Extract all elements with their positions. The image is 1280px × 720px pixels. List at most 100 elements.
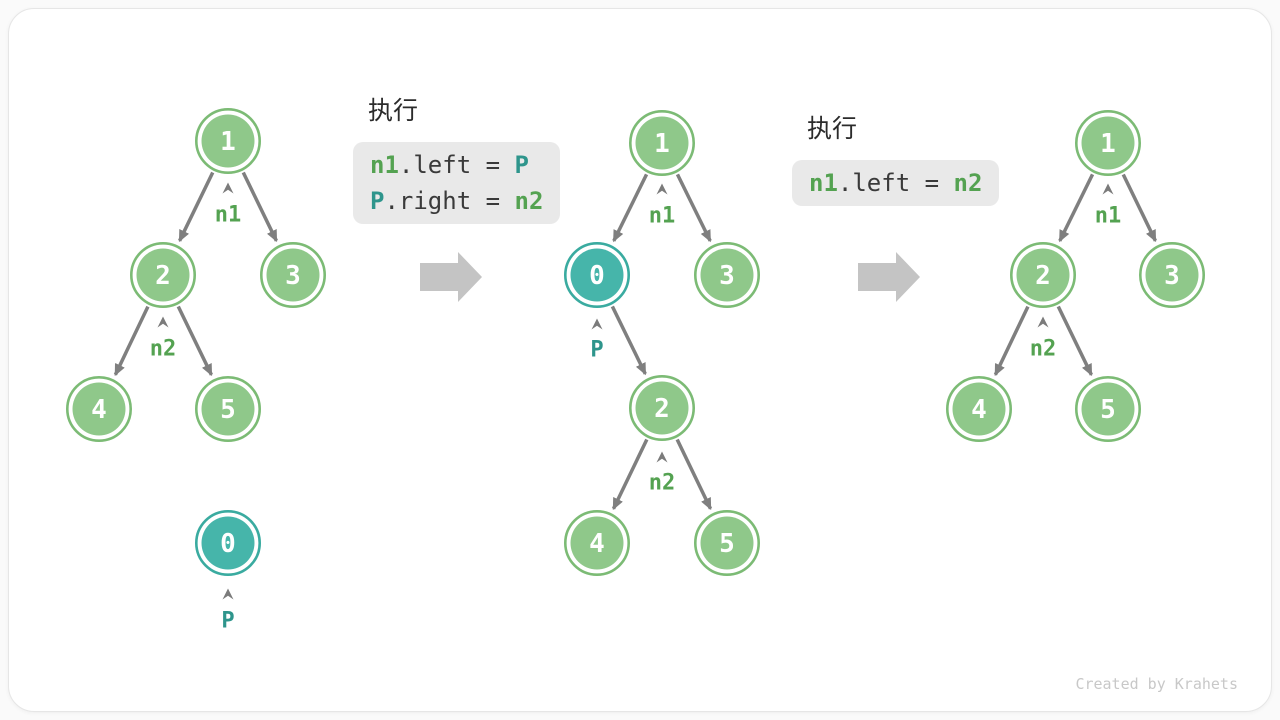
node-outer-ring [259, 242, 326, 309]
node-value: 5 [719, 529, 735, 559]
node-outer-ring [1139, 242, 1206, 309]
tree-edge [675, 173, 712, 243]
node-outer-ring [693, 509, 760, 576]
caret-up-icon [591, 318, 603, 330]
node-circle [136, 248, 190, 302]
node-circle [570, 248, 624, 302]
node-outer-ring [1075, 375, 1142, 442]
tree-edge [176, 305, 213, 377]
node-value: 2 [654, 394, 670, 424]
credit-text: Created by Krahets [1075, 675, 1238, 693]
node-circle [1081, 382, 1135, 436]
tree-node-2: 2 [628, 374, 695, 441]
pointer-label-n1: n1 [215, 203, 242, 228]
caret-up-icon [1102, 183, 1114, 195]
node-value: 5 [220, 395, 236, 425]
tree-edge [113, 305, 150, 377]
node-circle [201, 516, 255, 570]
node-circle [635, 116, 689, 170]
node-value: 2 [1035, 261, 1051, 291]
transition-arrow-icon [858, 252, 920, 302]
tree-node-0: 0 [563, 242, 630, 309]
tree-final: 1 2 3 4 5 n1 n2 [945, 110, 1206, 442]
node-value: 0 [220, 529, 236, 559]
tree-node-2: 2 [1009, 242, 1076, 309]
tree-initial: 1 2 3 4 5 0 n1 n2P [66, 108, 326, 634]
node-value: 3 [285, 261, 301, 291]
node-value: 4 [589, 529, 605, 559]
node-circle [1016, 248, 1070, 302]
node-outer-ring [693, 242, 760, 309]
tree-edge [178, 171, 215, 243]
tree-node-2: 2 [130, 242, 197, 309]
node-value: 3 [719, 261, 735, 291]
tree-node-1: 1 [195, 108, 262, 175]
tree-node-1: 1 [628, 110, 695, 177]
node-value: 5 [1100, 395, 1116, 425]
node-circle [1145, 248, 1199, 302]
tree-node-5: 5 [1075, 375, 1142, 442]
node-outer-ring [628, 374, 695, 441]
tree-node-0: 0 [195, 509, 262, 576]
node-circle [952, 382, 1006, 436]
pointer-label-n2: n2 [1030, 337, 1057, 362]
tree-node-5: 5 [195, 375, 262, 442]
caret-up-icon [157, 316, 169, 328]
node-circle [266, 248, 320, 302]
transition-arrow-icon [420, 252, 482, 302]
node-value: 4 [91, 395, 107, 425]
tree-edge [1058, 173, 1095, 243]
tree-node-5: 5 [693, 509, 760, 576]
tree-edge [612, 173, 649, 243]
caret-up-icon [1037, 316, 1049, 328]
tree-edge [611, 438, 649, 511]
tree-edge [993, 305, 1030, 377]
node-circle [700, 248, 754, 302]
caret-up-icon [222, 588, 234, 600]
tree-node-3: 3 [693, 242, 760, 309]
node-value: 0 [589, 261, 605, 291]
node-outer-ring [563, 242, 630, 309]
node-value: 3 [1164, 261, 1180, 291]
pointer-label-n2: n2 [649, 471, 676, 496]
pointer-label-n1: n1 [649, 204, 676, 229]
node-outer-ring [195, 375, 262, 442]
pointer-label-n1: n1 [1095, 204, 1122, 229]
node-outer-ring [563, 509, 630, 576]
tree-edge [675, 438, 713, 511]
node-value: 1 [220, 127, 236, 157]
node-circle [635, 381, 689, 435]
pointer-label-P: P [221, 609, 234, 634]
tree-node-4: 4 [945, 375, 1012, 442]
node-outer-ring [195, 509, 262, 576]
tree-edge [241, 171, 278, 243]
caret-up-icon [222, 182, 234, 194]
tree-node-3: 3 [259, 242, 326, 309]
tree-edge [1056, 305, 1093, 377]
node-circle [201, 382, 255, 436]
node-outer-ring [130, 242, 197, 309]
node-value: 4 [971, 395, 987, 425]
node-circle [72, 382, 126, 436]
node-value: 1 [654, 129, 670, 159]
tree-edge [1121, 173, 1157, 243]
node-outer-ring [628, 110, 695, 177]
node-circle [201, 114, 255, 168]
node-value: 1 [1100, 129, 1116, 159]
pointer-label-P: P [590, 338, 603, 363]
tree-node-3: 3 [1139, 242, 1206, 309]
node-circle [700, 516, 754, 570]
caret-up-icon [656, 451, 668, 463]
pointer-label-n2: n2 [150, 337, 177, 362]
node-outer-ring [195, 108, 262, 175]
tree-node-4: 4 [563, 509, 630, 576]
tree-edge [610, 305, 647, 376]
node-circle [570, 516, 624, 570]
node-circle [1081, 116, 1135, 170]
node-outer-ring [945, 375, 1012, 442]
node-outer-ring [66, 375, 133, 442]
tree-node-4: 4 [66, 375, 133, 442]
node-outer-ring [1075, 110, 1142, 177]
